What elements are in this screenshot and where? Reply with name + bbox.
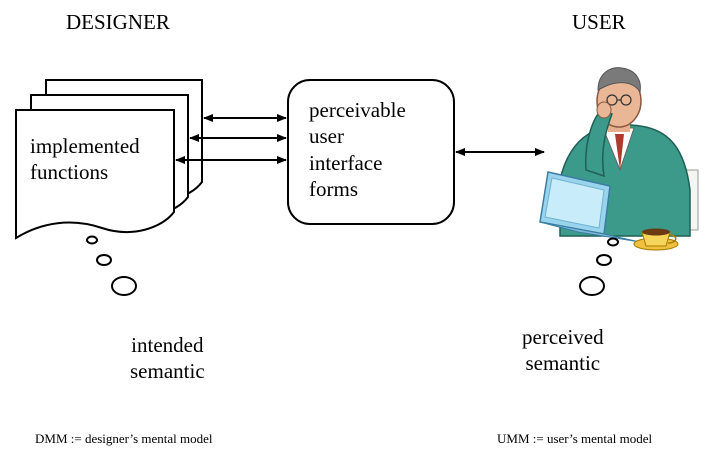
interface-label-line: perceivable xyxy=(309,98,406,122)
user-thought-bubbles xyxy=(579,237,619,296)
designer-arrows xyxy=(175,114,287,164)
thought-bubble-large xyxy=(579,276,605,296)
user-thought-line: perceived xyxy=(522,325,604,349)
thought-bubble-large xyxy=(111,276,137,296)
designer-thought-line: intended xyxy=(131,333,204,357)
umm-footnote: UMM := user’s mental model xyxy=(497,431,653,446)
user-header: USER xyxy=(572,10,626,34)
user-thought-line: semantic xyxy=(525,351,601,376)
dmm-footnote: DMM := designer’s mental model xyxy=(35,431,213,446)
interface-box xyxy=(287,79,455,225)
interface-label-line: forms xyxy=(309,176,358,201)
designer-thought-line: semantic xyxy=(130,359,205,384)
document-stack-label: implemented functions xyxy=(30,133,140,186)
thought-bubble-medium xyxy=(96,254,112,266)
document-page-front xyxy=(15,109,175,240)
businessman-at-laptop-icon xyxy=(539,67,699,251)
thought-bubble-medium xyxy=(596,254,612,266)
document-label-line: implemented xyxy=(30,134,140,158)
designer-header: DESIGNER xyxy=(66,10,170,34)
interface-label-line: user xyxy=(309,124,344,149)
thought-bubble-small xyxy=(607,237,619,247)
thought-bubble-small xyxy=(86,235,98,245)
designer-thought-label: intended semantic xyxy=(130,332,205,385)
designer-thought-bubbles xyxy=(86,235,137,296)
document-label-line: functions xyxy=(30,160,109,185)
interface-label-line: interface xyxy=(309,150,383,175)
user-thought-label: perceived semantic xyxy=(522,324,604,377)
document-stack-icon xyxy=(15,79,203,240)
interface-box-label: perceivable user interface forms xyxy=(309,97,406,202)
